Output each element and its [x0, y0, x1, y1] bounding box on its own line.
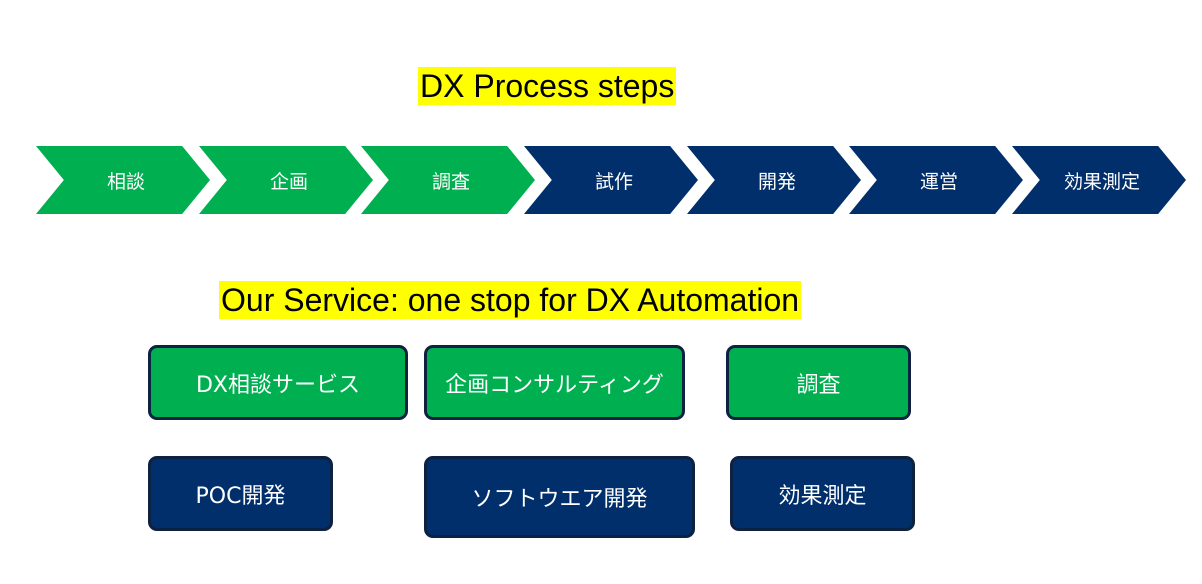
- process-title: DX Process steps: [418, 67, 677, 105]
- step-label: 相談: [106, 170, 145, 193]
- step-chevron: 調査: [361, 146, 535, 214]
- service-box-planning: 企画コンサルティング: [424, 345, 685, 420]
- service-box-evaluation: 効果測定: [730, 456, 915, 531]
- service-label: POC開発: [195, 483, 286, 509]
- step-label: 開発: [757, 170, 796, 193]
- step-label: 効果測定: [1063, 170, 1140, 193]
- step-label: 試作: [594, 170, 633, 193]
- service-box-research: 調査: [726, 345, 911, 420]
- service-label: 調査: [796, 372, 841, 398]
- service-title: Our Service: one stop for DX Automation: [219, 281, 802, 319]
- service-label: 企画コンサルティング: [445, 372, 664, 398]
- service-label: ソフトウエア開発: [471, 487, 648, 512]
- step-label: 企画: [269, 170, 308, 193]
- step-chevron: 運営: [849, 146, 1023, 214]
- step-chevron: 相談: [36, 146, 210, 214]
- service-box-software: ソフトウエア開発: [424, 456, 695, 538]
- service-label: 効果測定: [778, 483, 867, 509]
- service-box-dx-consult: DX相談サービス: [148, 345, 408, 420]
- step-chevron: 企画: [199, 146, 373, 214]
- step-label: 調査: [431, 170, 470, 193]
- step-chevron: 試作: [524, 146, 698, 214]
- step-label: 運営: [919, 170, 958, 193]
- step-chevron: 開発: [687, 146, 861, 214]
- service-box-poc: POC開発: [148, 456, 333, 531]
- service-label: DX相談サービス: [195, 372, 360, 398]
- step-chevron: 効果測定: [1012, 146, 1186, 214]
